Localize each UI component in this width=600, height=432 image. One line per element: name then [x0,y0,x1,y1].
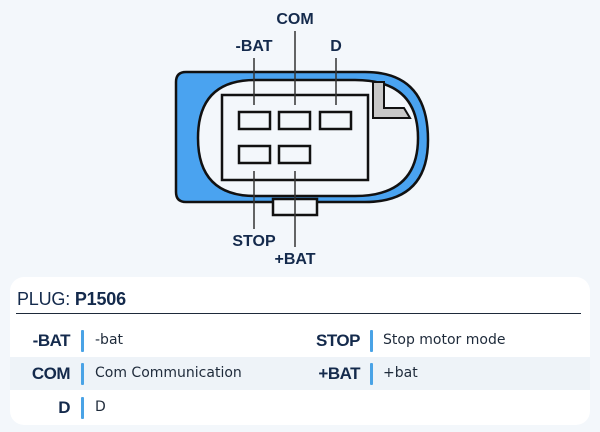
pin-hole-neg-bat [237,110,272,131]
diagram-label-d: D [330,38,342,55]
pin-hole-com [277,110,312,131]
pin-code: D [58,398,70,417]
pin-separator [81,397,84,419]
pin-code: -BAT [32,331,71,350]
pin-description: Stop motor mode [383,332,506,348]
pin-hole-d [318,110,353,131]
diagram-label-com: COM [276,11,313,28]
pin-row: COM Com Communication +BAT +bat [10,357,590,390]
pin-code: +BAT [318,364,360,383]
plug-title-prefix: PLUG: [17,289,71,309]
pin-hole-stop [237,144,272,165]
pin-separator [370,363,373,385]
pin-separator [81,330,84,352]
pin-row: D D [10,391,590,424]
pin-description: D [95,399,106,415]
title-divider [16,313,581,314]
pinout-card [10,277,590,425]
diagram-label-pos-bat: +BAT [274,251,315,268]
pin-separator [370,330,373,352]
plug-title: PLUG: P1506 [17,289,126,310]
connector-diagram: -BAT COM D STOP +BAT [174,11,430,268]
pin-row: -BAT -bat STOP Stop motor mode [10,324,590,357]
pin-code: STOP [316,331,360,350]
pin-description: -bat [95,332,124,348]
pin-hole-pos-bat [277,144,312,165]
connector-corner-key [372,81,412,119]
plug-id: P1506 [74,289,126,309]
pin-separator [81,363,84,385]
pin-code: COM [31,364,71,383]
diagram-label-neg-bat: -BAT [235,38,272,55]
pin-description: Com Communication [95,365,242,381]
pin-block [220,93,370,182]
diagram-label-stop: STOP [232,233,276,250]
pin-description: +bat [383,365,418,381]
